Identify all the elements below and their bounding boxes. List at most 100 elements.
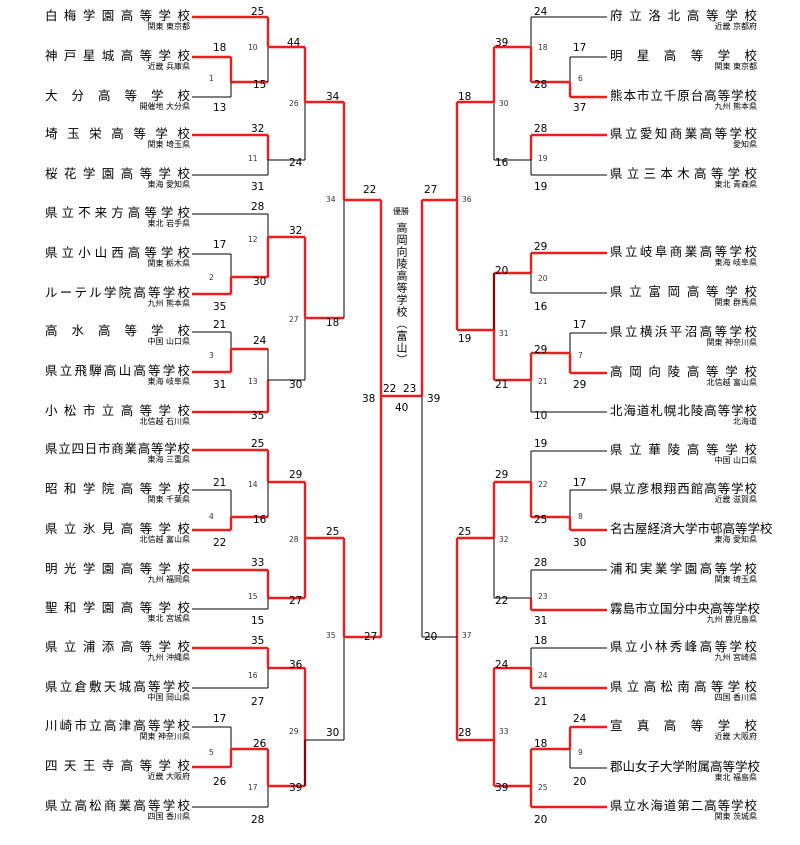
match-number: 23 (538, 592, 548, 601)
score-label: 28 (251, 814, 265, 826)
team-region: 中国 岡山県 (147, 693, 190, 702)
match-number: 28 (289, 535, 299, 544)
score-label: 16 (253, 514, 267, 526)
team-region: 東北 岩手県 (147, 219, 190, 228)
score-label: 32 (251, 123, 265, 135)
score-label: 39 (289, 782, 303, 794)
match-number: 36 (462, 195, 472, 204)
score-label: 44 (287, 37, 301, 49)
match-number: 35 (326, 631, 336, 640)
team-region: 四国 香川県 (714, 693, 757, 702)
score-label: 21 (534, 696, 548, 708)
score-label: 28 (458, 727, 472, 739)
score-label: 18 (326, 317, 340, 329)
team-region: 九州 鹿児島県 (706, 615, 757, 624)
score-label: 20 (534, 814, 548, 826)
score-label: 22 (363, 184, 377, 196)
score-label: 34 (326, 91, 340, 103)
match-number: 21 (538, 377, 548, 386)
match-number: 15 (248, 592, 258, 601)
match-number: 24 (538, 671, 548, 680)
team-region: 九州 沖縄県 (147, 653, 190, 662)
team-region: 九州 熊本県 (714, 102, 757, 111)
team-name: 県立高松南高等学校 (610, 679, 757, 694)
team-name: 県立氷見高等学校 (45, 521, 190, 536)
team-region: 東海 三重県 (147, 455, 190, 464)
team-region: 関東 神奈川県 (706, 338, 757, 347)
team-region: 北海道 (733, 417, 757, 426)
score-label: 17 (573, 319, 587, 331)
champion-name: 高岡向陵高等学校（富山） (395, 222, 408, 366)
score-label: 18 (534, 738, 548, 750)
team-name: 県立彦根翔西館高等学校 (610, 481, 757, 496)
team-region: 関東 千葉県 (147, 495, 190, 504)
team-region: 関東 埼玉県 (147, 140, 190, 149)
team-region: 関東 東京都 (714, 62, 757, 71)
match-number: 1 (209, 74, 214, 83)
team-name: 昭和学院高等学校 (45, 481, 190, 496)
team-name: 県立小山西高等学校 (45, 245, 190, 260)
team-name: ルーテル学院高等学校 (45, 285, 190, 300)
team-region: 近畿 大阪府 (714, 732, 757, 741)
team-name: 宣真高等学校 (610, 718, 757, 733)
score-label: 22 (213, 537, 227, 549)
match-number: 2 (209, 273, 214, 282)
team-region: 近畿 滋賀県 (714, 495, 757, 504)
team-name: 白梅学園高等学校 (45, 8, 190, 23)
score-label: 24 (573, 713, 587, 725)
team-region: 九州 宮崎県 (714, 653, 757, 662)
score-label: 24 (289, 157, 303, 169)
champion-label: 優勝 (393, 207, 409, 216)
score-label: 38 (362, 393, 376, 405)
team-name: 川崎市立高津高等学校 (45, 718, 190, 733)
match-number: 5 (209, 748, 214, 757)
team-name: 浦和実業学園高等学校 (610, 561, 757, 576)
team-name: 神戸星城高等学校 (45, 48, 190, 63)
score-label: 28 (534, 123, 548, 135)
score-label: 31 (534, 615, 548, 627)
match-number: 30 (499, 99, 509, 108)
score-label: 22 (383, 383, 397, 395)
team-region: 東海 岐阜県 (147, 377, 190, 386)
score-label: 29 (573, 379, 587, 391)
match-number: 11 (248, 154, 258, 163)
team-name: 県立飛騨高山高等学校 (45, 363, 190, 378)
score-label: 25 (534, 514, 548, 526)
score-label: 37 (573, 102, 587, 114)
score-label: 26 (213, 776, 227, 788)
score-label: 15 (251, 615, 265, 627)
score-label: 29 (534, 241, 548, 253)
team-region: 九州 熊本県 (147, 299, 190, 308)
score-label: 32 (289, 225, 303, 237)
score-label: 39 (427, 393, 441, 405)
team-region: 東北 宮城県 (147, 614, 190, 623)
score-label: 24 (253, 335, 267, 347)
team-name: 北海道札幌北陵高等学校 (610, 403, 757, 418)
team-region: 愛知県 (733, 140, 757, 149)
score-label: 20 (495, 265, 509, 277)
score-label: 18 (534, 635, 548, 647)
score-label: 31 (251, 181, 265, 193)
score-label: 27 (364, 631, 378, 643)
match-number: 8 (578, 512, 583, 521)
score-label: 27 (424, 184, 438, 196)
team-region: 開催地 大分県 (139, 102, 190, 111)
match-number: 19 (538, 154, 548, 163)
score-label: 29 (534, 344, 548, 356)
match-number: 6 (578, 74, 583, 83)
score-label: 16 (495, 157, 509, 169)
score-label: 18 (458, 91, 472, 103)
team-name: 桜花学園高等学校 (45, 166, 190, 181)
team-name: 大分高等学校 (45, 88, 190, 103)
score-label: 20 (573, 776, 587, 788)
score-label: 35 (251, 410, 265, 422)
team-region: 中国 山口県 (147, 337, 190, 346)
team-region: 北信越 石川県 (139, 417, 190, 426)
team-region: 近畿 兵庫県 (147, 62, 190, 71)
team-name: 府立洛北高等学校 (610, 8, 757, 23)
match-number: 4 (209, 512, 214, 521)
match-number: 32 (499, 535, 509, 544)
score-label: 15 (253, 79, 267, 91)
